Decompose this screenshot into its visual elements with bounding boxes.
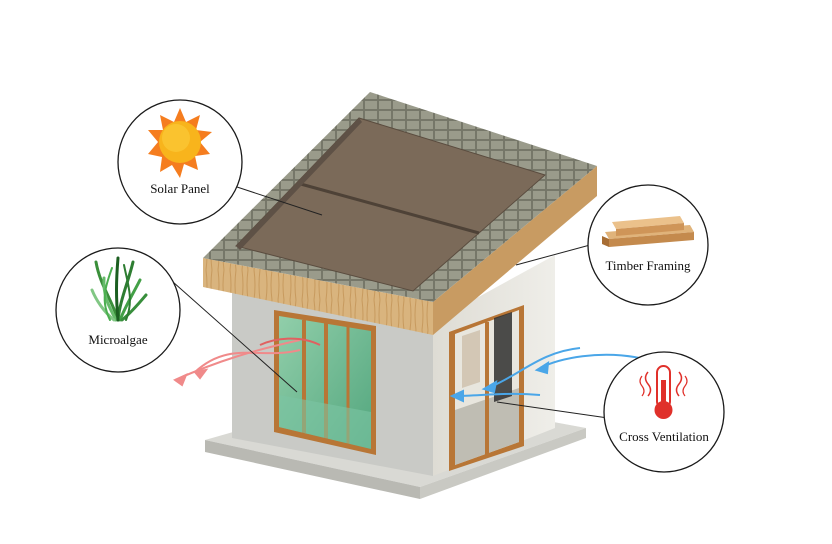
ventilation-leader-line [496,401,609,419]
warm-air-arrowhead [173,373,188,387]
timber-framing-callout: Timber Framing [587,184,709,306]
thermometer-icon [639,365,688,419]
timber-framing-label: Timber Framing [605,258,691,273]
warm-air-arrow [174,339,301,381]
sliding-door [449,305,524,471]
warm-air-arrows [173,337,321,387]
warm-air-arrowhead [193,368,209,380]
cool-air-arrow [487,347,581,389]
timber-planks-icon [602,216,694,247]
microalgae-callout: Microalgae [55,247,181,373]
solar-panel-label: Solar Panel [150,181,210,196]
timber-leader-line [515,244,591,266]
leader-lines [172,185,609,419]
cross-ventilation-label: Cross Ventilation [619,429,709,444]
cool-air-arrowhead [449,389,464,403]
microalgae-leader-line [172,281,298,393]
cool-air-arrowhead [481,380,498,394]
timber-fascia [203,166,597,335]
solar-leader-line [233,185,323,216]
cross-ventilation-callout: Cross Ventilation [603,351,725,473]
microalgae-label: Microalgae [88,332,147,347]
cool-air-arrows [449,347,641,403]
solar-panels [235,117,547,292]
algae-icon [90,256,148,322]
warm-air-arrow [259,337,321,346]
cool-air-arrowhead [534,361,550,375]
microalgae-window [274,310,376,455]
solar-panel-callout: Solar Panel [117,99,243,225]
sun-icon [148,108,212,178]
